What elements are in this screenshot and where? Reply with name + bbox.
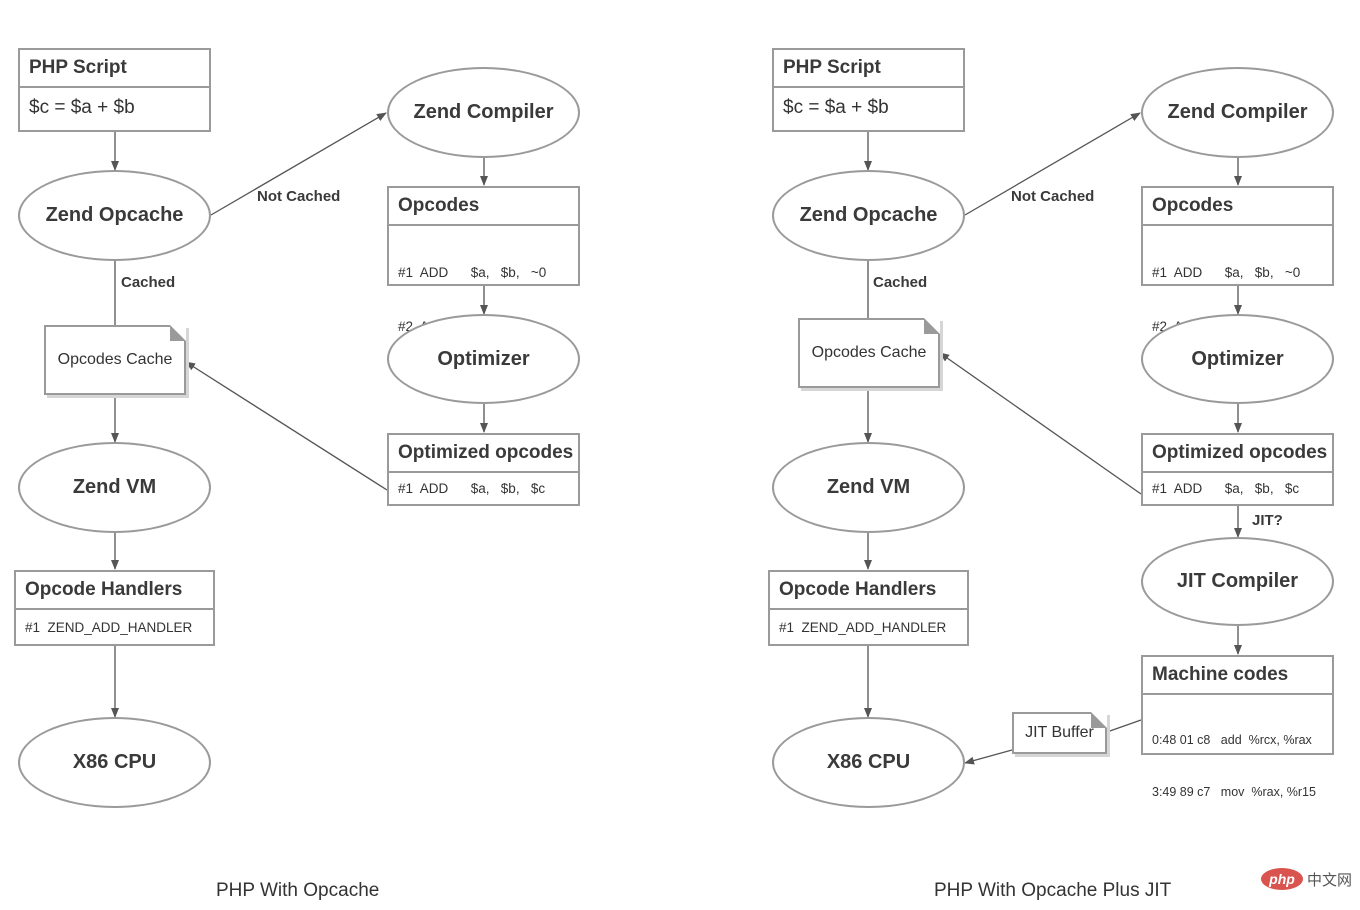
edge-r-opcache-to-compiler (964, 112, 1141, 216)
jit-buffer-note: JIT Buffer (1012, 712, 1107, 754)
r-php-script-code: $c = $a + $b (783, 97, 889, 118)
cached-label: Cached (121, 274, 176, 291)
opcode-handlers-line: #1 ZEND_ADD_HANDLER (25, 620, 193, 635)
r-opcodes-cache-note: Opcodes Cache (798, 318, 940, 388)
opcodes-box: Opcodes #1 ADD $a, $b, ~0 #2 ASSIGN $c, … (387, 186, 580, 334)
x86-cpu-node: X86 CPU (18, 717, 211, 808)
r-optimized-opcodes-box: Optimized opcodes #1 ADD $a, $b, $c (1141, 433, 1334, 506)
edge-r-buffer-to-cpu (964, 749, 1013, 765)
machine-codes-body: 0:48 01 c8 add %rcx, %rax 3:49 89 c7 mov… (1143, 695, 1332, 832)
edge-r-machine-to-buffer (1106, 719, 1142, 733)
edge-opcache-to-compiler (210, 112, 387, 216)
r-cached-label: Cached (873, 274, 928, 291)
opcodes-line-1: #1 ADD $a, $b, ~0 (398, 265, 547, 280)
r-opcodes-box: Opcodes #1 ADD $a, $b, ~0 #2 ASSIGN $c, … (1141, 186, 1334, 334)
r-optimized-opcodes-title: Optimized opcodes (1143, 435, 1332, 473)
r-opcodes-title: Opcodes (1143, 188, 1332, 226)
zend-compiler-node: Zend Compiler (387, 67, 580, 158)
edge-optimized-to-cache (185, 361, 388, 491)
r-opcode-handlers-box: Opcode Handlers #1 ZEND_ADD_HANDLER (768, 570, 969, 646)
r-optimized-opcodes-line: #1 ADD $a, $b, $c (1152, 481, 1300, 496)
r-opcodes-line-1: #1 ADD $a, $b, ~0 (1152, 265, 1301, 280)
machine-codes-title: Machine codes (1143, 657, 1332, 695)
opcodes-title: Opcodes (389, 188, 578, 226)
r-optimizer-node: Optimizer (1141, 314, 1334, 404)
r-not-cached-label: Not Cached (1011, 188, 1095, 205)
r-opcode-handlers-line: #1 ZEND_ADD_HANDLER (779, 620, 947, 635)
php-script-box: PHP Script $c = $a + $b (18, 48, 211, 132)
right-caption: PHP With Opcache Plus JIT (934, 880, 1172, 901)
optimized-opcodes-line: #1 ADD $a, $b, $c (398, 481, 546, 496)
zend-opcache-node: Zend Opcache (18, 170, 211, 261)
r-zend-vm-node: Zend VM (772, 442, 965, 533)
machine-codes-box: Machine codes 0:48 01 c8 add %rcx, %rax … (1141, 655, 1334, 799)
edge-r-optimized-to-cache (939, 352, 1142, 495)
zend-vm-node: Zend VM (18, 442, 211, 533)
php-script-title: PHP Script (20, 50, 209, 88)
watermark-text: 中文网 (1306, 871, 1352, 889)
r-opcode-handlers-title: Opcode Handlers (770, 572, 967, 610)
php-script-code: $c = $a + $b (29, 97, 135, 118)
optimized-opcodes-box: Optimized opcodes #1 ADD $a, $b, $c (387, 433, 580, 506)
machine-codes-line-2: 3:49 89 c7 mov %rax, %r15 (1152, 785, 1316, 799)
opcode-handlers-box: Opcode Handlers #1 ZEND_ADD_HANDLER (14, 570, 215, 646)
jit-compiler-node: JIT Compiler (1141, 537, 1334, 626)
not-cached-label: Not Cached (257, 188, 341, 205)
jit-question-label: JIT? (1252, 512, 1283, 529)
machine-codes-line-1: 0:48 01 c8 add %rcx, %rax (1152, 733, 1312, 747)
r-x86-cpu-node: X86 CPU (772, 717, 965, 808)
r-php-script-box: PHP Script $c = $a + $b (772, 48, 965, 132)
opcodes-cache-note: Opcodes Cache (44, 325, 186, 395)
left-caption: PHP With Opcache (216, 880, 380, 901)
optimizer-node: Optimizer (387, 314, 580, 404)
optimized-opcodes-title: Optimized opcodes (389, 435, 578, 473)
watermark: php 中文网 (1260, 868, 1352, 890)
opcode-handlers-title: Opcode Handlers (16, 572, 213, 610)
r-php-script-title: PHP Script (774, 50, 963, 88)
r-zend-compiler-node: Zend Compiler (1141, 67, 1334, 158)
php-logo: php (1260, 868, 1303, 890)
r-zend-opcache-node: Zend Opcache (772, 170, 965, 261)
